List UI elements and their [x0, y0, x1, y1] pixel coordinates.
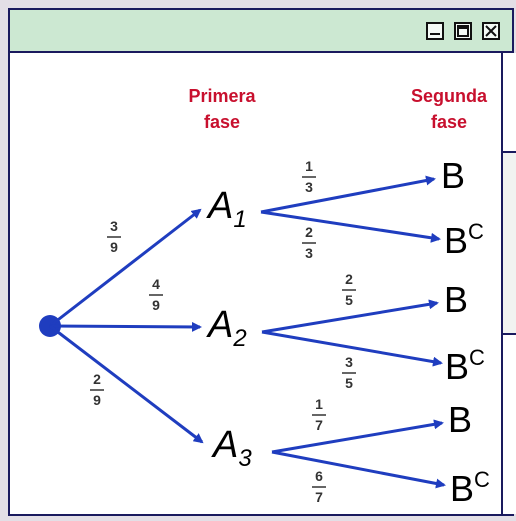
- title-bar: [10, 10, 512, 53]
- prob-num: 1: [305, 158, 313, 174]
- node-letter: A: [206, 185, 233, 227]
- node-subscript: 1: [233, 206, 246, 233]
- prob-a3-bc: 6 7: [312, 468, 326, 505]
- phase-second-line1: Segunda: [411, 86, 488, 106]
- branch-a2-b: [261, 299, 439, 334]
- outcome-letter: B: [445, 346, 469, 387]
- outcome-letter: B: [444, 220, 468, 261]
- outcome-letter: B: [444, 279, 468, 320]
- node-letter: A: [211, 424, 238, 466]
- prob-num: 6: [315, 468, 323, 484]
- branch-a3-bc: [271, 450, 446, 489]
- outcome-superscript: C: [469, 345, 485, 370]
- branch-root-a2: [49, 321, 202, 332]
- prob-a2-b: 2 5: [342, 271, 356, 308]
- prob-num: 3: [345, 354, 353, 370]
- prob-den: 9: [93, 392, 101, 408]
- prob-den: 9: [152, 297, 160, 313]
- phase-first-line2: fase: [204, 112, 240, 132]
- prob-den: 7: [315, 417, 323, 433]
- side-panel-section: [503, 151, 516, 335]
- prob-root-a1: 3 9: [107, 218, 121, 255]
- outcome-letter: B: [448, 399, 472, 440]
- prob-den: 7: [315, 489, 323, 505]
- prob-num: 3: [110, 218, 118, 234]
- outcome-a3-bc: BC: [450, 467, 490, 509]
- prob-a2-bc: 3 5: [342, 354, 356, 391]
- outcome-a1-bc: BC: [444, 219, 484, 261]
- outcome-letter: B: [441, 155, 465, 196]
- prob-a1-b: 1 3: [302, 158, 316, 195]
- minimize-button[interactable]: [426, 22, 444, 40]
- outcome-superscript: C: [474, 467, 490, 492]
- node-a1: A1: [206, 185, 247, 233]
- outcome-a1-b: B: [441, 155, 465, 196]
- prob-den: 5: [345, 292, 353, 308]
- prob-den: 9: [110, 239, 118, 255]
- close-button[interactable]: [482, 22, 500, 40]
- prob-a1-bc: 2 3: [302, 224, 316, 261]
- maximize-icon: [457, 25, 469, 37]
- outcome-superscript: C: [468, 219, 484, 244]
- prob-num: 4: [152, 276, 160, 292]
- prob-num: 1: [315, 396, 323, 412]
- phase-second-line2: fase: [431, 112, 467, 132]
- minimize-icon: [430, 33, 440, 35]
- prob-root-a3: 2 9: [90, 371, 104, 408]
- branch-root-a1: [49, 208, 202, 328]
- node-subscript: 2: [232, 325, 246, 352]
- probability-tree-diagram: Primera fase Segunda fase 3 9 4 9 2: [39, 86, 490, 509]
- branch-a2-bc: [261, 330, 443, 367]
- side-panel: [501, 53, 516, 514]
- node-letter: A: [206, 304, 233, 346]
- node-subscript: 3: [238, 445, 252, 472]
- outcome-a2-bc: BC: [445, 345, 485, 387]
- prob-num: 2: [345, 271, 353, 287]
- prob-root-a2: 4 9: [149, 276, 163, 313]
- outcome-letter: B: [450, 468, 474, 509]
- prob-den: 3: [305, 245, 313, 261]
- node-a3: A3: [211, 424, 252, 472]
- app-window: Primera fase Segunda fase 3 9 4 9 2: [8, 8, 516, 516]
- prob-den: 5: [345, 375, 353, 391]
- branch-root-a3: [49, 324, 204, 444]
- phase-first-line1: Primera: [188, 86, 256, 106]
- outcome-a3-b: B: [448, 399, 472, 440]
- maximize-button[interactable]: [454, 22, 472, 40]
- branch-a1-b: [260, 175, 436, 214]
- branch-a3-b: [271, 419, 444, 454]
- prob-den: 3: [305, 179, 313, 195]
- prob-num: 2: [93, 371, 101, 387]
- node-a2: A2: [206, 304, 247, 352]
- outcome-a2-b: B: [444, 279, 468, 320]
- content-area: Primera fase Segunda fase 3 9 4 9 2: [10, 53, 516, 514]
- prob-a3-b: 1 7: [312, 396, 326, 433]
- close-icon: [485, 25, 497, 37]
- prob-num: 2: [305, 224, 313, 240]
- branch-a1-bc: [260, 210, 441, 243]
